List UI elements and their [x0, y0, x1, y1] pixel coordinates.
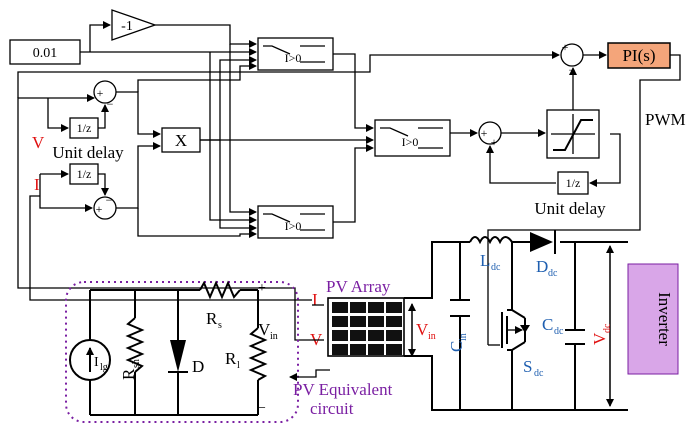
pv-equivalent-caption-1: PV Equivalent — [293, 380, 393, 399]
gain-label: -1 — [121, 19, 133, 34]
unit-delay-i-label: 1/z — [77, 167, 92, 181]
switch-3-label: I>0 — [285, 219, 302, 233]
pv-array: PV Array I V — [310, 241, 470, 411]
pv-cell — [332, 302, 348, 313]
pv-cell — [386, 344, 402, 355]
switch-2 — [374, 119, 451, 157]
boost-vin-label: V — [416, 320, 429, 339]
pv-cell — [368, 344, 384, 355]
ddc-sub: dc — [548, 268, 558, 279]
pv-cell — [350, 302, 366, 313]
pv-cell — [386, 316, 402, 327]
boost-converter: L dc D dc C in V in S dc C dc — [408, 230, 628, 411]
inverter-label: Inverter — [655, 292, 674, 346]
constant-block — [9, 39, 81, 65]
sum-top-minus: − — [107, 97, 114, 111]
rs-sub: s — [218, 320, 222, 331]
diode-ddc — [530, 232, 553, 252]
i-input-label: I — [34, 175, 40, 194]
pv-cell — [368, 302, 384, 313]
sum-bottom-plus: + — [96, 202, 103, 216]
unit-delay-v-label: 1/z — [77, 121, 92, 135]
cin-sub: in — [458, 333, 469, 341]
sum-pi-plus: + — [562, 40, 569, 54]
constant-value: 0.01 — [33, 46, 58, 61]
cdc-sub: dc — [554, 326, 564, 337]
pv-cell — [386, 302, 402, 313]
sum-acc-plus-1: + — [481, 126, 488, 140]
diode-label: D — [192, 357, 204, 376]
sdc-label: S — [523, 357, 532, 376]
v-input-label: V — [32, 133, 45, 152]
pi-label: PI(s) — [622, 46, 655, 65]
pv-i-label: I — [312, 290, 318, 309]
rl-sub: l — [237, 360, 240, 371]
rs-label: R — [206, 309, 218, 328]
rl-resistor — [248, 327, 268, 381]
switch-1-label: I>0 — [285, 51, 302, 65]
vin-sub: in — [270, 331, 278, 342]
rs-resistor — [199, 280, 241, 300]
pv-cell — [332, 316, 348, 327]
unit-delay-right-caption: Unit delay — [534, 199, 606, 218]
switch-3 — [257, 205, 334, 239]
pv-cell — [368, 330, 384, 341]
unit-delay-right — [557, 171, 589, 195]
gain-block — [111, 9, 157, 41]
pv-cells — [332, 302, 402, 355]
ilg-label: I — [94, 355, 99, 370]
pv-array-title: PV Array — [326, 277, 391, 296]
rsh-sub: sh — [131, 359, 142, 368]
ldc-sub: dc — [491, 262, 501, 273]
pwm-label: PWM — [645, 110, 686, 129]
pv-equivalent-caption-2: circuit — [310, 399, 354, 418]
pv-equivalent-circuit: I lg R sh D R s R l V in + − PV Equivale… — [65, 280, 393, 423]
cin-label: C — [447, 341, 466, 352]
pv-cell — [350, 316, 366, 327]
sum-acc-plus-2: + — [491, 135, 498, 149]
pv-cell — [332, 344, 348, 355]
vin-plus: + — [258, 281, 266, 296]
cdc-label: C — [542, 315, 553, 334]
switch-2-label: I>0 — [402, 135, 419, 149]
inverter-block — [627, 263, 679, 375]
ddc-label: D — [536, 257, 548, 276]
ilg-sub: lg — [100, 362, 108, 373]
boost-vin-sub: in — [428, 331, 436, 342]
rl-label: R — [225, 349, 237, 368]
sum-bottom-minus: − — [106, 193, 113, 207]
pv-cell — [386, 330, 402, 341]
vin-label: V — [258, 320, 271, 339]
unit-delay-caption: Unit delay — [52, 143, 124, 162]
rsh-resistor — [125, 317, 145, 373]
pv-cell — [350, 344, 366, 355]
inverter: Inverter — [627, 263, 679, 375]
pv-cell — [368, 316, 384, 327]
sum-top-plus: + — [97, 86, 104, 100]
rsh-label: R — [119, 368, 138, 380]
diode-d — [170, 340, 186, 372]
vin-minus: − — [258, 401, 266, 416]
pv-equivalent-border — [65, 281, 299, 423]
inductor-ldc — [469, 236, 513, 245]
pv-cell — [332, 330, 348, 341]
vdc-sub: dc — [602, 323, 613, 333]
unit-delay-right-label: 1/z — [566, 176, 581, 190]
product-label: X — [175, 131, 187, 150]
switch-1 — [257, 37, 334, 71]
vdc-label: V — [590, 332, 609, 345]
controller: 0.01 -1 + − 1/z Unit delay 1/z + − X I>0… — [9, 9, 686, 345]
pv-cell — [350, 330, 366, 341]
sdc-sub: dc — [534, 368, 544, 379]
ldc-label: L — [480, 251, 490, 270]
sum-pi-minus: − — [569, 63, 576, 77]
